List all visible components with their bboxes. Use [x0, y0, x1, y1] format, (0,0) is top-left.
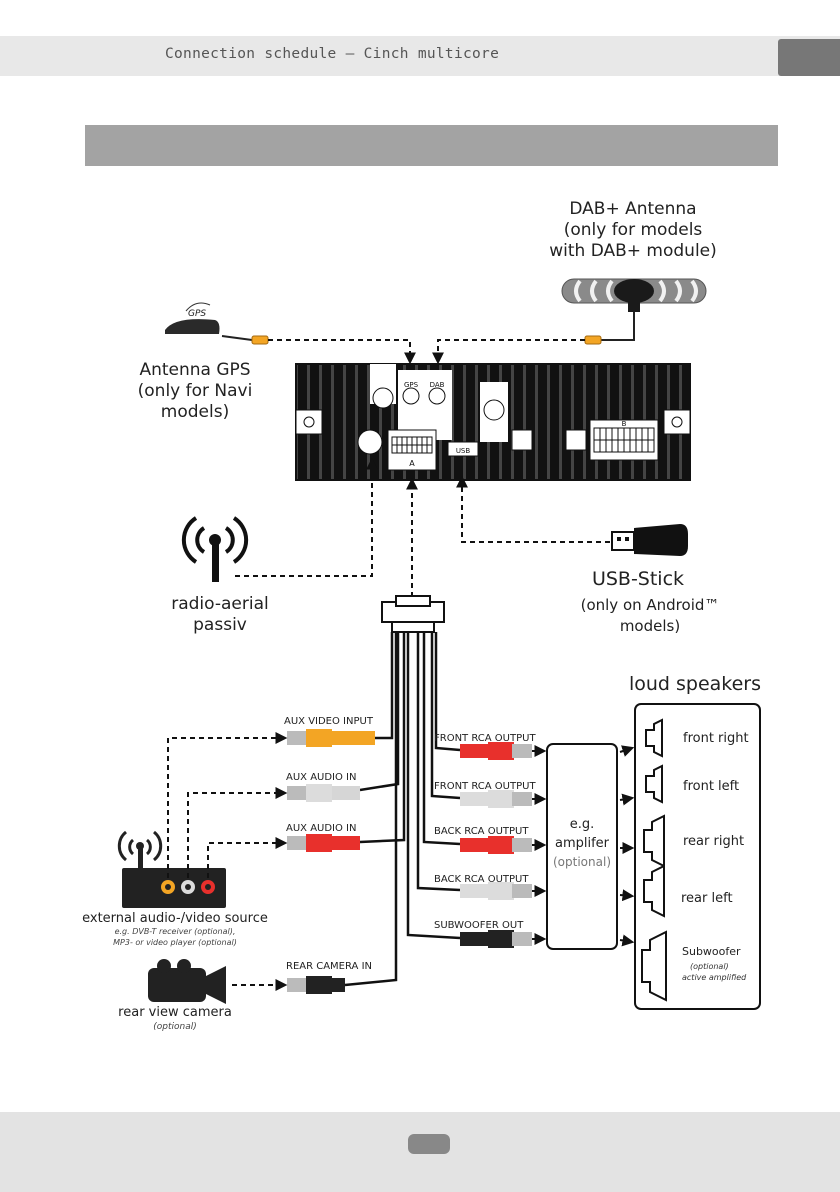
svg-text:(optional): (optional) [153, 1022, 197, 1032]
svg-text:GPS: GPS [188, 309, 206, 319]
rear-camera-label: rear view camera (optional) [118, 1005, 232, 1032]
speaker-front-left: front left [645, 764, 739, 804]
harness-wires [344, 632, 461, 987]
external-source-icon [117, 830, 226, 908]
svg-text:Antenna GPS: Antenna GPS [139, 360, 250, 380]
svg-text:USB-Stick: USB-Stick [592, 568, 684, 590]
label-rear-camera-in: REAR CAMERA IN [286, 961, 372, 972]
svg-text:active amplified: active amplified [682, 973, 747, 982]
radio-aerial-label: radio-aerial passiv [171, 594, 269, 635]
svg-text:(only for models: (only for models [564, 220, 703, 240]
antenna-links [268, 339, 585, 365]
rca-plug-rear-camera [287, 976, 345, 994]
aerial-usb-links [235, 457, 610, 597]
svg-text:radio-aerial: radio-aerial [171, 594, 269, 614]
svg-text:B: B [622, 420, 627, 428]
speakers-title: loud speakers [629, 673, 761, 695]
svg-text:rear left: rear left [681, 891, 733, 906]
page-number-pill [408, 1134, 450, 1154]
label-aux-audio-1: AUX AUDIO IN [286, 772, 356, 783]
label-back-rca-2: BACK RCA OUTPUT [434, 874, 529, 885]
svg-text:models): models) [620, 617, 680, 635]
svg-text:front left: front left [683, 779, 739, 794]
rear-camera-icon [148, 959, 226, 1004]
svg-text:e.g. DVB-T receiver (optional): e.g. DVB-T receiver (optional), [115, 927, 236, 936]
rca-plug-back-1 [460, 836, 532, 854]
amp-output-arrows [619, 745, 635, 947]
amplifier-box: e.g. amplifer (optional) [546, 743, 618, 950]
svg-text:GPS: GPS [404, 381, 419, 389]
rca-plug-subwoofer [460, 930, 532, 948]
rca-plug-aux-video [287, 729, 375, 747]
usb-stick-label: USB-Stick (only on Android™ models) [581, 568, 720, 635]
page-title: Connection schedule – Cinch multicore [165, 46, 500, 62]
svg-text:(optional): (optional) [553, 855, 611, 869]
svg-text:external audio-/video source: external audio-/video source [82, 911, 268, 926]
label-subwoofer-out: SUBWOOFER OUT [434, 920, 524, 931]
label-front-rca-2: FRONT RCA OUTPUT [434, 781, 536, 792]
head-unit-rear: GPS DAB A USB B [295, 363, 691, 481]
svg-text:amplifer: amplifer [555, 836, 610, 851]
dab-antenna-label: DAB+ Antenna (only for models with DAB+ … [549, 199, 717, 261]
rca-plug-front-1 [460, 742, 532, 760]
svg-text:rear view camera: rear view camera [118, 1005, 232, 1020]
svg-text:A: A [409, 459, 415, 468]
speakers-panel: front right front left rear right rear l… [634, 703, 761, 1010]
svg-text:e.g.: e.g. [570, 817, 595, 832]
radio-aerial-icon [181, 516, 249, 582]
svg-text:Subwoofer: Subwoofer [682, 945, 741, 958]
svg-text:MP3- or video player (optional: MP3- or video player (optional) [113, 938, 237, 947]
svg-text:rear right: rear right [683, 834, 744, 849]
label-aux-audio-2: AUX AUDIO IN [286, 823, 356, 834]
svg-text:(optional): (optional) [690, 962, 729, 971]
svg-text:front right: front right [683, 731, 749, 746]
gps-antenna-icon: GPS [165, 302, 269, 345]
rca-plug-aux-audio-1 [287, 784, 360, 802]
speaker-front-right: front right [645, 718, 749, 758]
svg-text:passiv: passiv [193, 615, 247, 635]
top-header-bar: Connection schedule – Cinch multicore [0, 36, 840, 76]
label-back-rca-1: BACK RCA OUTPUT [434, 826, 529, 837]
speaker-subwoofer: Subwoofer (optional) active amplified [641, 930, 747, 1002]
speaker-rear-left: rear left [643, 864, 733, 918]
section-bar [85, 125, 778, 166]
footer-bar [0, 1112, 840, 1192]
svg-text:DAB: DAB [430, 381, 445, 389]
svg-text:DAB+ Antenna: DAB+ Antenna [569, 199, 696, 219]
label-front-rca-1: FRONT RCA OUTPUT [434, 733, 536, 744]
svg-text:USB: USB [456, 447, 471, 455]
svg-text:with DAB+ module): with DAB+ module) [549, 241, 717, 261]
dab-antenna-icon [561, 278, 707, 345]
svg-text:models): models) [161, 402, 229, 422]
rca-plug-back-2 [460, 882, 532, 900]
rca-plug-front-2 [460, 790, 532, 808]
page-tab-marker [778, 39, 840, 76]
amp-input-links [532, 745, 547, 945]
label-aux-video: AUX VIDEO INPUT [284, 716, 374, 727]
external-source-label: external audio-/video source e.g. DVB-T … [82, 911, 268, 947]
gps-antenna-label: Antenna GPS (only for Navi models) [138, 360, 253, 422]
usb-stick-icon [611, 524, 688, 556]
svg-text:(only on Android™: (only on Android™ [581, 596, 720, 614]
svg-text:(only for Navi: (only for Navi [138, 381, 253, 401]
source-links [167, 732, 288, 878]
harness-connector [381, 595, 445, 633]
rca-plug-aux-audio-2 [287, 834, 360, 852]
